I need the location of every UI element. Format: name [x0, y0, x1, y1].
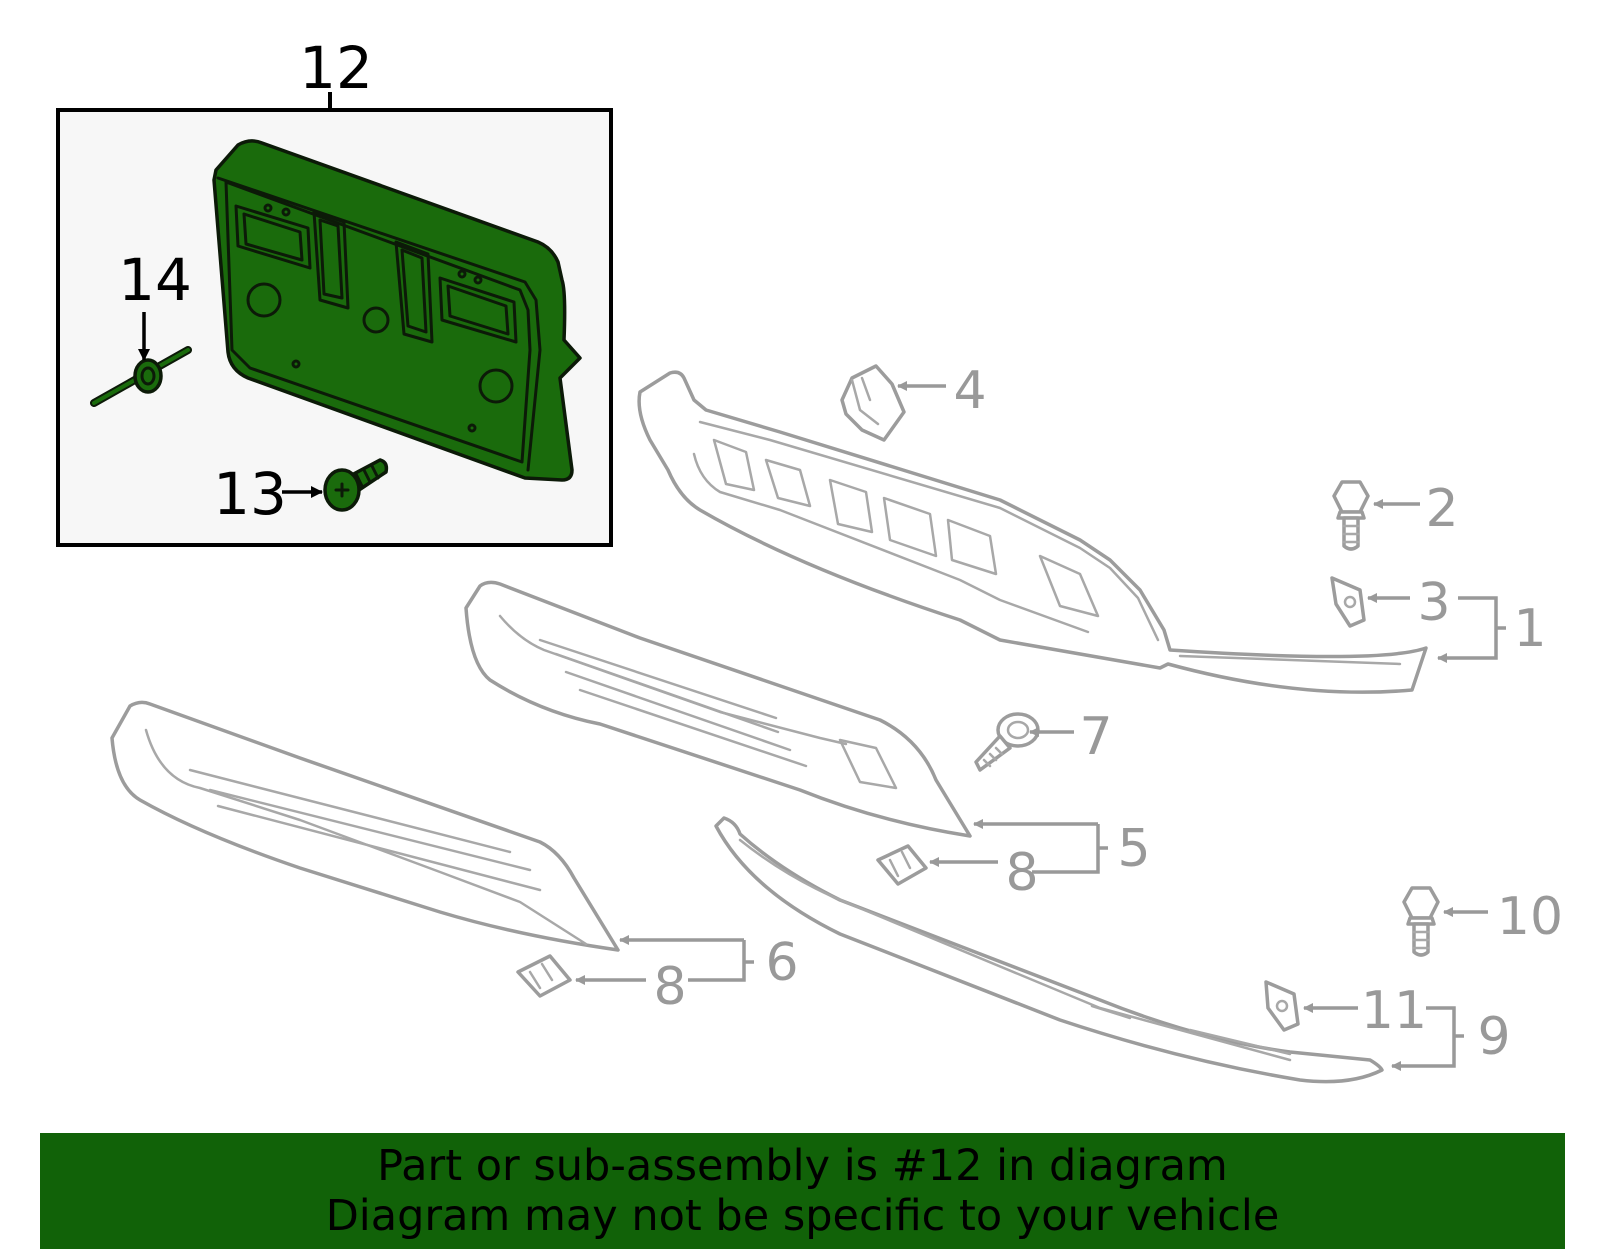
callout-5: 5 — [1117, 819, 1150, 879]
clip-4[interactable] — [840, 364, 906, 442]
callout-6: 6 — [765, 933, 798, 993]
banner-line-part: Part or sub-assembly is #12 in diagram — [377, 1141, 1228, 1191]
bolt-2[interactable] — [1332, 480, 1370, 551]
callout-9: 9 — [1477, 1007, 1510, 1067]
callout-8-upper: 8 — [1005, 843, 1038, 903]
nut-11[interactable] — [1264, 980, 1300, 1032]
callout-7: 7 — [1079, 707, 1112, 767]
callout-11: 11 — [1361, 981, 1427, 1041]
callout-12: 12 — [299, 34, 373, 102]
nut-3[interactable] — [1330, 576, 1366, 628]
callout-8-lower: 8 — [653, 957, 686, 1017]
bumper-upper-grille[interactable] — [637, 370, 1428, 694]
screw-13[interactable] — [323, 458, 389, 512]
callout-13: 13 — [213, 460, 287, 528]
callout-2: 2 — [1425, 479, 1458, 539]
clip-8-upper[interactable] — [876, 844, 928, 886]
lower-grille-6[interactable] — [110, 700, 620, 952]
bracket-5 — [1032, 824, 1100, 874]
callout-4: 4 — [953, 361, 986, 421]
callout-14: 14 — [118, 246, 192, 314]
screw-7[interactable] — [974, 712, 1040, 772]
callout-10: 10 — [1497, 887, 1563, 947]
banner-line-disclaimer: Diagram may not be specific to your vehi… — [325, 1191, 1280, 1241]
bracket-6 — [688, 940, 746, 982]
callout-3: 3 — [1417, 573, 1450, 633]
license-plate-bracket[interactable] — [212, 139, 582, 482]
clip-8-lower[interactable] — [516, 954, 572, 998]
lower-grille-5[interactable] — [464, 580, 972, 838]
info-banner: Part or sub-assembly is #12 in diagram D… — [40, 1133, 1565, 1249]
bolt-10[interactable] — [1402, 886, 1440, 957]
parts-diagram: 12 14 13 — [56, 34, 1563, 1084]
lower-trim-strip-9[interactable] — [714, 816, 1384, 1084]
callout-1: 1 — [1513, 599, 1546, 659]
push-pin-14[interactable] — [90, 346, 192, 407]
